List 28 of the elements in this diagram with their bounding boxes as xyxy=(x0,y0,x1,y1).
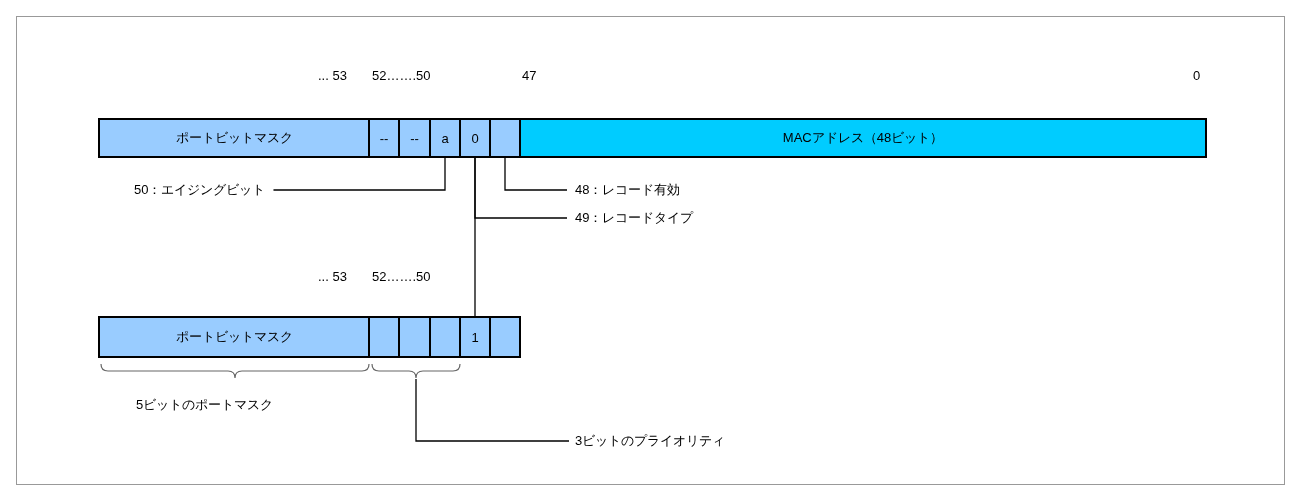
bit-field: a xyxy=(429,118,461,158)
bit-number: 52…….50 xyxy=(372,68,431,84)
leader-line xyxy=(474,157,568,219)
bit-field: -- xyxy=(398,118,431,158)
bit-field: ポートビットマスク xyxy=(98,316,370,358)
bit-number: 52…….50 xyxy=(372,269,431,285)
bit-field: 0 xyxy=(459,118,491,158)
bit-field: -- xyxy=(368,118,400,158)
empty-bit-field xyxy=(398,316,431,358)
bit-number: ... 53 xyxy=(318,68,347,84)
field-label: 48：レコード有効 xyxy=(575,181,681,199)
empty-bit-field xyxy=(489,118,521,158)
field-label: 50：エイジングビット xyxy=(134,181,266,199)
leader-line xyxy=(415,378,570,442)
leader-line xyxy=(504,157,568,191)
empty-bit-field xyxy=(429,316,461,358)
brace-label: 5ビットのポートマスク xyxy=(136,397,274,413)
leader-line xyxy=(272,157,446,191)
bit-field: ポートビットマスク xyxy=(98,118,370,158)
empty-bit-field xyxy=(368,316,400,358)
field-label: 49：レコードタイプ xyxy=(575,209,694,227)
bit-number: 47 xyxy=(522,68,537,84)
bit-field: 1 xyxy=(459,316,491,358)
bit-number: 0 xyxy=(1193,68,1201,84)
empty-bit-field xyxy=(489,316,521,358)
bit-number: ... 53 xyxy=(318,269,347,285)
field-label: 3ビットのプライオリティ xyxy=(575,432,726,450)
bit-field: MACアドレス（48ビット） xyxy=(519,118,1207,158)
